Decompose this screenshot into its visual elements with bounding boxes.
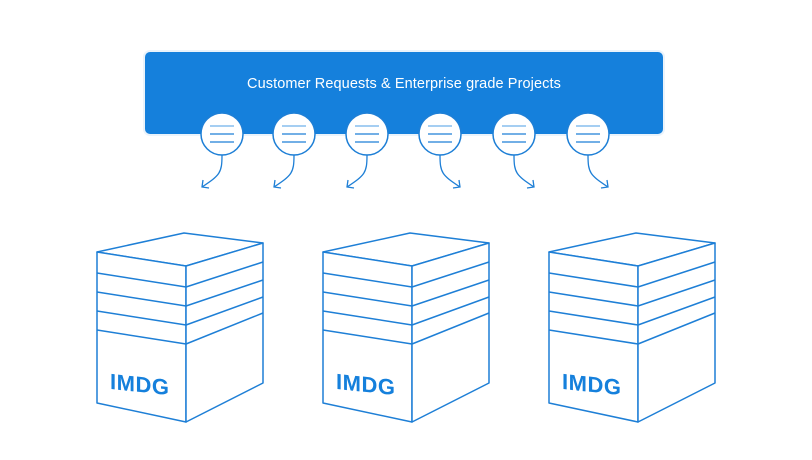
server-side-face xyxy=(411,242,490,423)
banner-title: Customer Requests & Enterprise grade Pro… xyxy=(247,76,561,92)
flow-arrow xyxy=(346,154,368,188)
request-item xyxy=(345,112,389,189)
imdg-server xyxy=(96,232,264,423)
server-side-face xyxy=(185,242,264,423)
request-item xyxy=(566,112,610,189)
server-shelf-line xyxy=(322,279,490,307)
document-lines-icon xyxy=(502,125,526,143)
arrowhead-icon xyxy=(273,179,282,189)
request-item xyxy=(418,112,462,189)
document-lines-icon xyxy=(355,125,379,143)
server-shelf-line xyxy=(548,312,716,345)
server-side-face xyxy=(637,242,716,423)
document-lines-icon xyxy=(282,125,306,143)
document-lines-icon xyxy=(576,125,600,143)
flow-arrow xyxy=(513,154,535,188)
server-shelf-line xyxy=(548,279,716,307)
imdg-server xyxy=(548,232,716,423)
arrowhead-icon xyxy=(201,179,210,189)
document-lines-icon xyxy=(210,125,234,143)
imdg-server xyxy=(322,232,490,423)
server-shelf-line xyxy=(96,279,264,307)
request-item xyxy=(200,112,244,189)
request-item xyxy=(272,112,316,189)
server-shelf-line xyxy=(322,296,490,326)
arrowhead-icon xyxy=(600,179,609,189)
arrowhead-icon xyxy=(452,179,461,189)
document-lines-icon xyxy=(428,125,452,143)
server-shelf-line xyxy=(96,261,264,288)
server-shelf-line xyxy=(548,261,716,288)
flow-arrow xyxy=(587,154,609,188)
server-shelf-line xyxy=(322,261,490,288)
request-item xyxy=(492,112,536,189)
flow-arrow xyxy=(273,154,295,188)
server-shelf-line xyxy=(322,312,490,345)
flow-arrow xyxy=(439,154,461,188)
flow-arrow xyxy=(201,154,223,188)
server-shelf-line xyxy=(96,296,264,326)
arrowhead-icon xyxy=(346,179,355,189)
arrowhead-icon xyxy=(526,179,535,189)
server-shelf-line xyxy=(96,312,264,345)
server-shelf-line xyxy=(548,296,716,326)
